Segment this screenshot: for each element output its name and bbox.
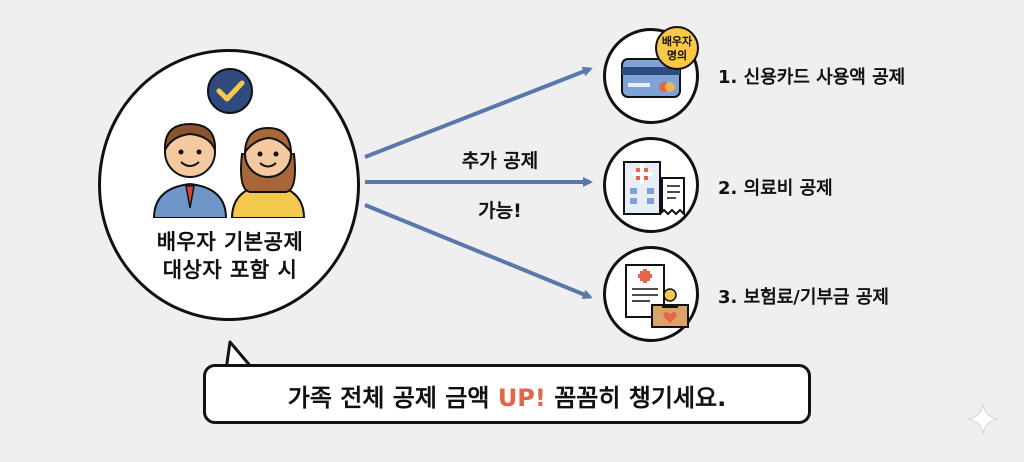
bubble-tail [224, 340, 254, 370]
item-label-insurance: 3. 보험료/기부금 공제 [718, 287, 889, 308]
bubble-highlight-up: UP! [497, 384, 546, 412]
badge-line1: 배우자 [661, 35, 693, 48]
main-label-line1: 배우자 기본공제 [156, 230, 304, 254]
insurance-donation-icon [625, 264, 689, 328]
check-badge-icon [207, 68, 253, 114]
insurance-circle [603, 246, 699, 342]
badge-line2: 명의 [666, 49, 688, 62]
bubble-text-before: 가족 전체 공제 금액 [287, 384, 498, 412]
main-label-line2: 대상자 포함 시 [162, 258, 298, 282]
sparkle-icon [967, 403, 999, 435]
hospital-icon [623, 161, 685, 217]
bubble-message: 가족 전체 공제 금액 UP! 꼼꼼히 챙기세요. [203, 378, 811, 413]
hospital-circle [603, 137, 699, 233]
credit-card-icon [621, 58, 681, 98]
spouse-owned-badge: 배우자 명의 [655, 26, 699, 70]
extra-deduction-text: 추가 공제 [461, 150, 539, 172]
arrow-to-insurance [364, 203, 593, 299]
item-label-medical: 2. 의료비 공제 [718, 178, 833, 199]
item-label-card: 1. 신용카드 사용액 공제 [718, 67, 906, 88]
bubble-text-after: 꼼꼼히 챙기세요. [545, 384, 727, 412]
speech-bubble [203, 364, 811, 424]
possible-text: 가능! [478, 200, 522, 222]
couple-icon [152, 122, 306, 218]
arrow-to-card [364, 66, 593, 159]
